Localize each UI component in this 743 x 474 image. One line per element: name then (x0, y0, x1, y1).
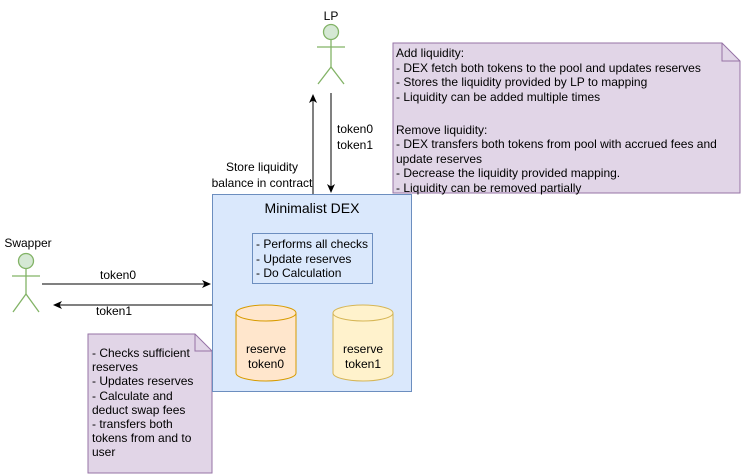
swap-in-label: token0 (100, 268, 137, 282)
reserve-token0-label: reserve token0 (245, 342, 286, 371)
note-line: deduct swap fees (92, 402, 186, 417)
reserve-token1-label: reserve token1 (342, 342, 383, 371)
note-line: - Decrease the liquidity provided mappin… (396, 166, 621, 180)
note-line: Add liquidity: (396, 46, 465, 60)
lp-store-label: Store liquidity balance in contract (211, 160, 313, 190)
lp-actor-icon[interactable] (317, 23, 345, 85)
note-line: - Updates reserves (92, 374, 194, 389)
note-line (396, 104, 717, 119)
dex-title: Minimalist DEX (264, 200, 360, 216)
note-line: reserves (92, 360, 139, 375)
note-line: - Calculate and (92, 388, 173, 403)
note-line: - Stores the liquidity provided by LP to… (396, 75, 648, 89)
swap-note-shape (87, 333, 213, 474)
note-line: - DEX transfers both tokens from pool wi… (396, 137, 717, 151)
note-line: tokens from and to (92, 431, 192, 446)
note-line: - Checks sufficient (92, 346, 190, 360)
note-line: - transfers both (92, 417, 173, 432)
liquidity-note-shape (392, 42, 741, 194)
lp-label: LP (323, 9, 339, 23)
note-line: user (92, 445, 116, 460)
swap-out-label: token1 (96, 304, 133, 318)
swapper-label: Swapper (4, 236, 52, 250)
dex-checks-text: - Performs all checks - Update reserves … (256, 237, 368, 281)
dex-check-line: - Do Calculation (256, 266, 342, 280)
lp-token-label: token0 token1 (337, 122, 374, 152)
dex-checks-box[interactable] (252, 233, 373, 284)
swap-note-text: - Checks sufficient reserves - Updates r… (92, 346, 193, 460)
note-line: - DEX fetch both tokens to the pool and … (396, 60, 701, 75)
dex-check-line: - Update reserves (256, 251, 352, 266)
note-line: - Liquidity can be added multiple times (396, 89, 601, 104)
swapper-actor-icon[interactable] (12, 252, 40, 313)
dex-check-line: - Performs all checks (256, 237, 369, 251)
note-line: update reserves (396, 151, 483, 166)
note-line: - Liquidity can be removed partially (396, 180, 582, 195)
note-line: Remove liquidity: (396, 122, 488, 137)
liquidity-note-text: Add liquidity: - DEX fetch both tokens t… (396, 46, 717, 195)
